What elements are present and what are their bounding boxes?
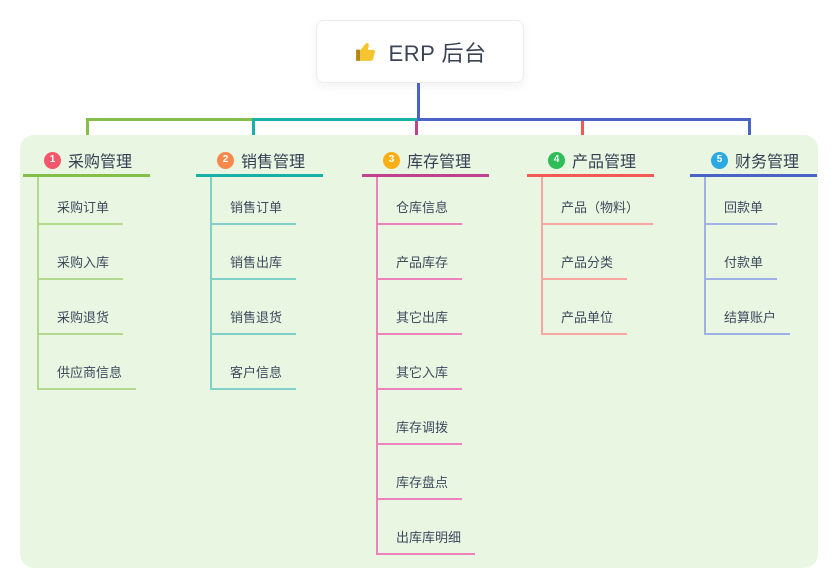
- branch-label: 产品管理: [572, 154, 637, 171]
- branch-connector-bus: [252, 118, 419, 121]
- root-connector-line: [417, 83, 420, 121]
- branch-item[interactable]: 产品库存: [378, 225, 463, 280]
- branch-column: 4 产品管理 产品（物料） 产品分类 产品单位: [527, 146, 654, 335]
- branch-item[interactable]: 销售订单: [212, 177, 297, 225]
- branch-item-label: 产品分类: [561, 255, 614, 270]
- branches-panel: [20, 135, 818, 568]
- branch-item-list: 仓库信息 产品库存 其它出库 其它入库 库存调拨 库存盘点 出库库明细: [376, 177, 476, 555]
- branch-item[interactable]: 采购退货: [39, 280, 124, 335]
- branch-connector-drop: [415, 121, 418, 146]
- branch-label: 销售管理: [241, 154, 306, 171]
- branch-connector-bus: [417, 118, 751, 121]
- branch-item-label: 产品库存: [396, 255, 449, 270]
- branch-header[interactable]: 2 销售管理: [196, 146, 323, 177]
- branch-number-badge: 1: [44, 151, 61, 169]
- branch-item-list: 采购订单 采购入库 采购退货 供应商信息: [37, 177, 137, 390]
- branch-header[interactable]: 3 库存管理: [362, 146, 489, 177]
- branch-item-label: 出库库明细: [396, 530, 462, 545]
- branch-item-list: 回款单 付款单 结算账户: [704, 177, 791, 335]
- branch-item-label: 付款单: [724, 255, 764, 270]
- branch-item-label: 销售出库: [230, 255, 283, 270]
- branch-number-badge: 5: [711, 151, 728, 169]
- branch-item-label: 仓库信息: [396, 200, 449, 215]
- branch-number-badge: 3: [383, 151, 400, 169]
- branch-label: 财务管理: [735, 154, 800, 171]
- branch-header[interactable]: 4 产品管理: [527, 146, 654, 177]
- branch-item[interactable]: 客户信息: [212, 335, 297, 390]
- branch-item[interactable]: 仓库信息: [378, 177, 463, 225]
- branch-number-badge: 2: [217, 151, 234, 169]
- branch-item[interactable]: 付款单: [706, 225, 778, 280]
- branch-item-label: 采购入库: [57, 255, 110, 270]
- branch-item-label: 客户信息: [230, 365, 283, 380]
- branch-item[interactable]: 产品（物料）: [543, 177, 654, 225]
- branch-item[interactable]: 销售出库: [212, 225, 297, 280]
- branch-header[interactable]: 5 财务管理: [690, 146, 817, 177]
- root-label: ERP 后台: [388, 40, 487, 66]
- branch-number-badge: 4: [548, 151, 565, 169]
- branch-connector-drop: [252, 121, 255, 146]
- branch-connector-drop: [86, 121, 89, 146]
- branch-column: 5 财务管理 回款单 付款单 结算账户: [690, 146, 817, 335]
- branch-label: 库存管理: [407, 154, 472, 171]
- branch-item[interactable]: 结算账户: [706, 280, 791, 335]
- branch-connector-drop: [581, 121, 584, 146]
- branch-item-label: 库存调拨: [396, 420, 449, 435]
- branch-header[interactable]: 1 采购管理: [23, 146, 150, 177]
- branch-item-label: 库存盘点: [396, 475, 449, 490]
- branch-item-list: 产品（物料） 产品分类 产品单位: [541, 177, 654, 335]
- branch-item[interactable]: 产品单位: [543, 280, 628, 335]
- branch-label: 采购管理: [68, 154, 133, 171]
- branch-item[interactable]: 其它出库: [378, 280, 463, 335]
- branch-item-label: 其它出库: [396, 310, 449, 325]
- branch-item[interactable]: 供应商信息: [39, 335, 137, 390]
- branch-item[interactable]: 产品分类: [543, 225, 628, 280]
- branch-item[interactable]: 销售退货: [212, 280, 297, 335]
- branch-item[interactable]: 采购订单: [39, 177, 124, 225]
- branch-item[interactable]: 其它入库: [378, 335, 463, 390]
- branch-column: 1 采购管理 采购订单 采购入库 采购退货 供应商信息: [23, 146, 150, 390]
- branch-item-list: 销售订单 销售出库 销售退货 客户信息: [210, 177, 297, 390]
- branch-item-label: 回款单: [724, 200, 764, 215]
- branch-item-label: 供应商信息: [57, 365, 123, 380]
- branch-item[interactable]: 回款单: [706, 177, 778, 225]
- branch-item-label: 其它入库: [396, 365, 449, 380]
- branch-item[interactable]: 出库库明细: [378, 500, 476, 555]
- branch-item-label: 销售退货: [230, 310, 283, 325]
- branch-column: 2 销售管理 销售订单 销售出库 销售退货 客户信息: [196, 146, 323, 390]
- thumbs-up-icon: [354, 39, 379, 64]
- branch-connector-drop: [748, 118, 751, 146]
- branch-item[interactable]: 采购入库: [39, 225, 124, 280]
- branch-item-label: 采购退货: [57, 310, 110, 325]
- branch-column: 3 库存管理 仓库信息 产品库存 其它出库 其它入库 库存调拨 库存盘点 出库库…: [362, 146, 489, 555]
- branch-item-label: 产品（物料）: [561, 200, 640, 215]
- branch-item[interactable]: 库存盘点: [378, 445, 463, 500]
- branch-item-label: 采购订单: [57, 200, 110, 215]
- branch-item-label: 结算账户: [724, 310, 777, 325]
- branch-item[interactable]: 库存调拨: [378, 390, 463, 445]
- root-node[interactable]: ERP 后台: [316, 20, 524, 83]
- branch-item-label: 销售订单: [230, 200, 283, 215]
- branch-connector-bus: [86, 118, 254, 121]
- branch-item-label: 产品单位: [561, 310, 614, 325]
